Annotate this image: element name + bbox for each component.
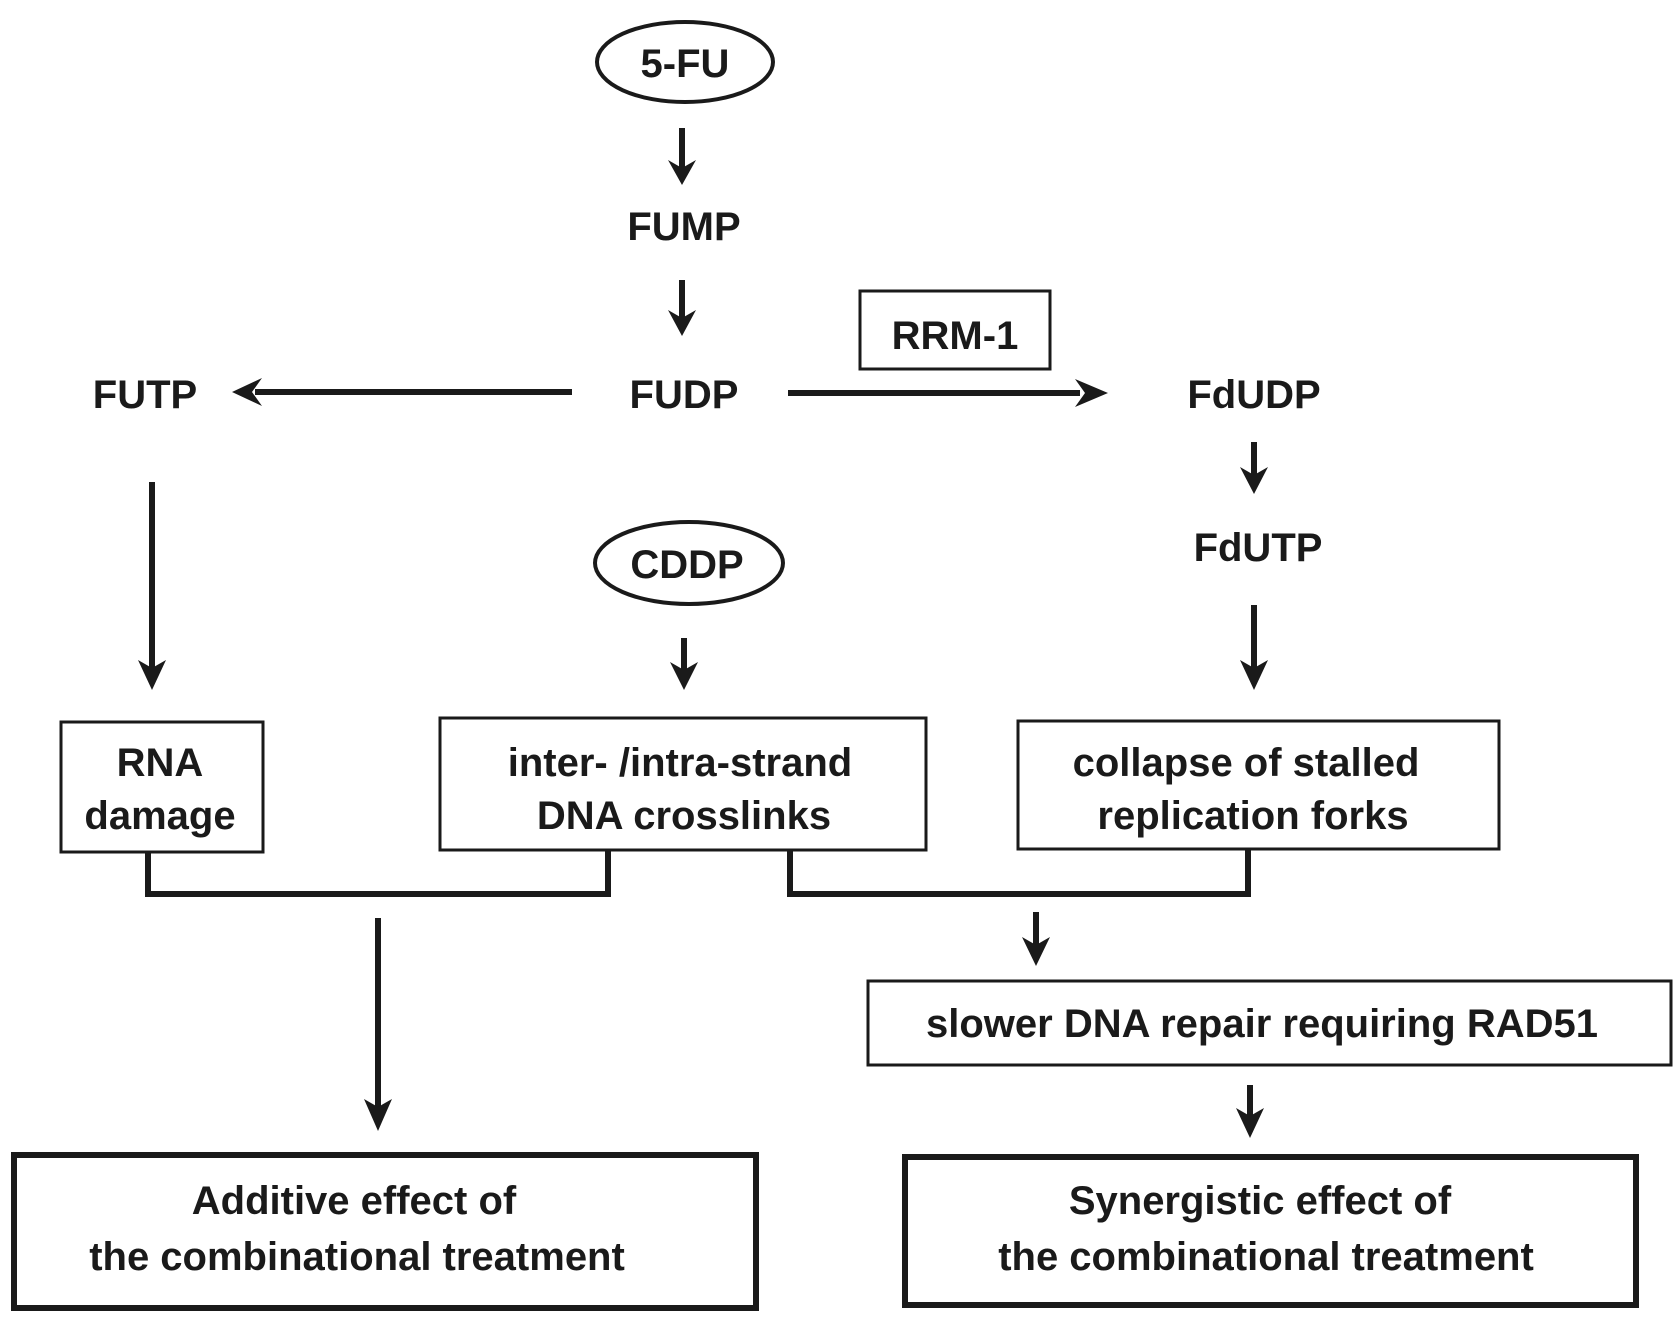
additive-line2: the combinational treatment	[89, 1235, 625, 1279]
futp-label: FUTP	[93, 373, 197, 417]
arrow-cddp-to-crosslinks	[670, 638, 698, 690]
additive-line1: Additive effect of	[192, 1179, 517, 1223]
collapse-line2: replication forks	[1097, 794, 1408, 838]
cddp-label: CDDP	[630, 543, 743, 587]
arrow-fudp-to-futp	[232, 378, 572, 406]
rna-damage-line1: RNA	[117, 741, 204, 785]
arrow-5fu-to-fump	[668, 128, 696, 185]
5fu-ellipse	[595, 20, 775, 104]
fudp-label: FUDP	[630, 373, 739, 417]
bracket-additive	[145, 850, 611, 897]
rna-damage-line2: damage	[84, 794, 235, 838]
fump-label: FUMP	[627, 205, 740, 249]
arrow-fdudp-to-fdutp	[1240, 442, 1268, 494]
bracket-synergistic	[787, 849, 1251, 897]
rna-damage-box	[59, 720, 265, 854]
arrow-futp-to-rna-damage	[138, 482, 166, 690]
fdutp-label: FdUTP	[1194, 526, 1323, 570]
rrm1-box	[858, 289, 1052, 371]
slower-repair-label: slower DNA repair requiring RAD51	[926, 1002, 1598, 1046]
synergistic-line1: Synergistic effect of	[1069, 1179, 1452, 1223]
fdudp-label: FdUDP	[1187, 373, 1320, 417]
cddp-ellipse	[593, 520, 785, 606]
collapse-line1: collapse of stalled	[1073, 741, 1420, 785]
arrow-fdutp-to-collapse	[1240, 605, 1268, 690]
arrow-to-additive	[364, 918, 392, 1131]
collapse-box	[1016, 719, 1501, 851]
arrow-to-synergistic	[1236, 1085, 1264, 1138]
additive-effect-box	[11, 1152, 759, 1311]
crosslinks-box	[438, 716, 928, 852]
arrow-fudp-to-fdudp	[788, 379, 1108, 407]
crosslinks-line1: inter- /intra-strand	[508, 741, 852, 785]
arrow-fump-to-fudp	[668, 280, 696, 336]
synergistic-line2: the combinational treatment	[998, 1235, 1534, 1279]
5fu-label: 5-FU	[641, 42, 730, 86]
arrow-to-slower-repair	[1022, 912, 1050, 966]
slower-repair-box	[866, 979, 1673, 1067]
synergistic-effect-box	[902, 1154, 1639, 1308]
crosslinks-line2: DNA crosslinks	[537, 794, 831, 838]
rrm1-label: RRM-1	[892, 314, 1019, 358]
